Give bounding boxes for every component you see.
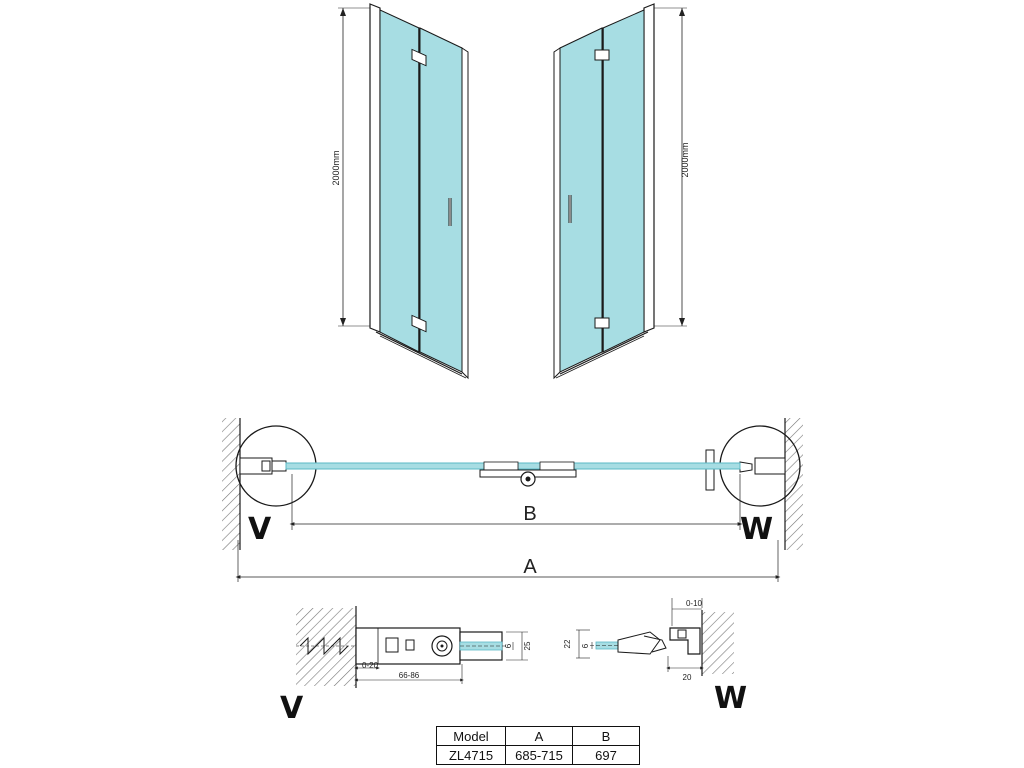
plan-label-a: A [523, 556, 537, 578]
plan-view: V W B A [222, 418, 803, 582]
detail-w-label: W [714, 681, 747, 716]
table-cell-b: 697 [572, 745, 640, 765]
detail-w: 0-10 22 6 20 W [563, 598, 747, 716]
model-spec-table: Model A B ZL4715 685-715 697 [436, 726, 640, 765]
table-cell-model: ZL4715 [436, 745, 506, 765]
detail-v: 25 6 0-20 66-86 V [280, 606, 532, 726]
plan-label-w: W [740, 512, 773, 547]
table-header-row: Model A B [436, 726, 640, 746]
detail-w-dim-20: 20 [683, 673, 692, 682]
table-header-model: Model [436, 726, 506, 746]
detail-v-label: V [280, 691, 304, 726]
detail-v-dim-25: 25 [523, 641, 532, 650]
left-door-elevation: 2000mm [331, 3, 469, 380]
detail-v-dim-6: 6 [504, 643, 513, 648]
detail-v-dim-66-86: 66-86 [399, 671, 420, 680]
plan-label-b: B [523, 503, 536, 525]
detail-v-dim-0-20: 0-20 [362, 661, 379, 670]
detail-w-dim-22: 22 [563, 639, 572, 648]
detail-w-dim-0-10: 0-10 [686, 599, 703, 608]
right-door-elevation: 2000mm [553, 3, 690, 380]
table-row: ZL4715 685-715 697 [436, 745, 640, 765]
left-height-label: 2000mm [331, 150, 341, 185]
detail-w-dim-6: 6 [581, 643, 590, 648]
table-cell-a: 685-715 [505, 745, 573, 765]
right-height-label: 2000mm [680, 142, 690, 177]
table-header-a: A [505, 726, 573, 746]
table-header-b: B [572, 726, 640, 746]
plan-label-v: V [248, 512, 272, 547]
